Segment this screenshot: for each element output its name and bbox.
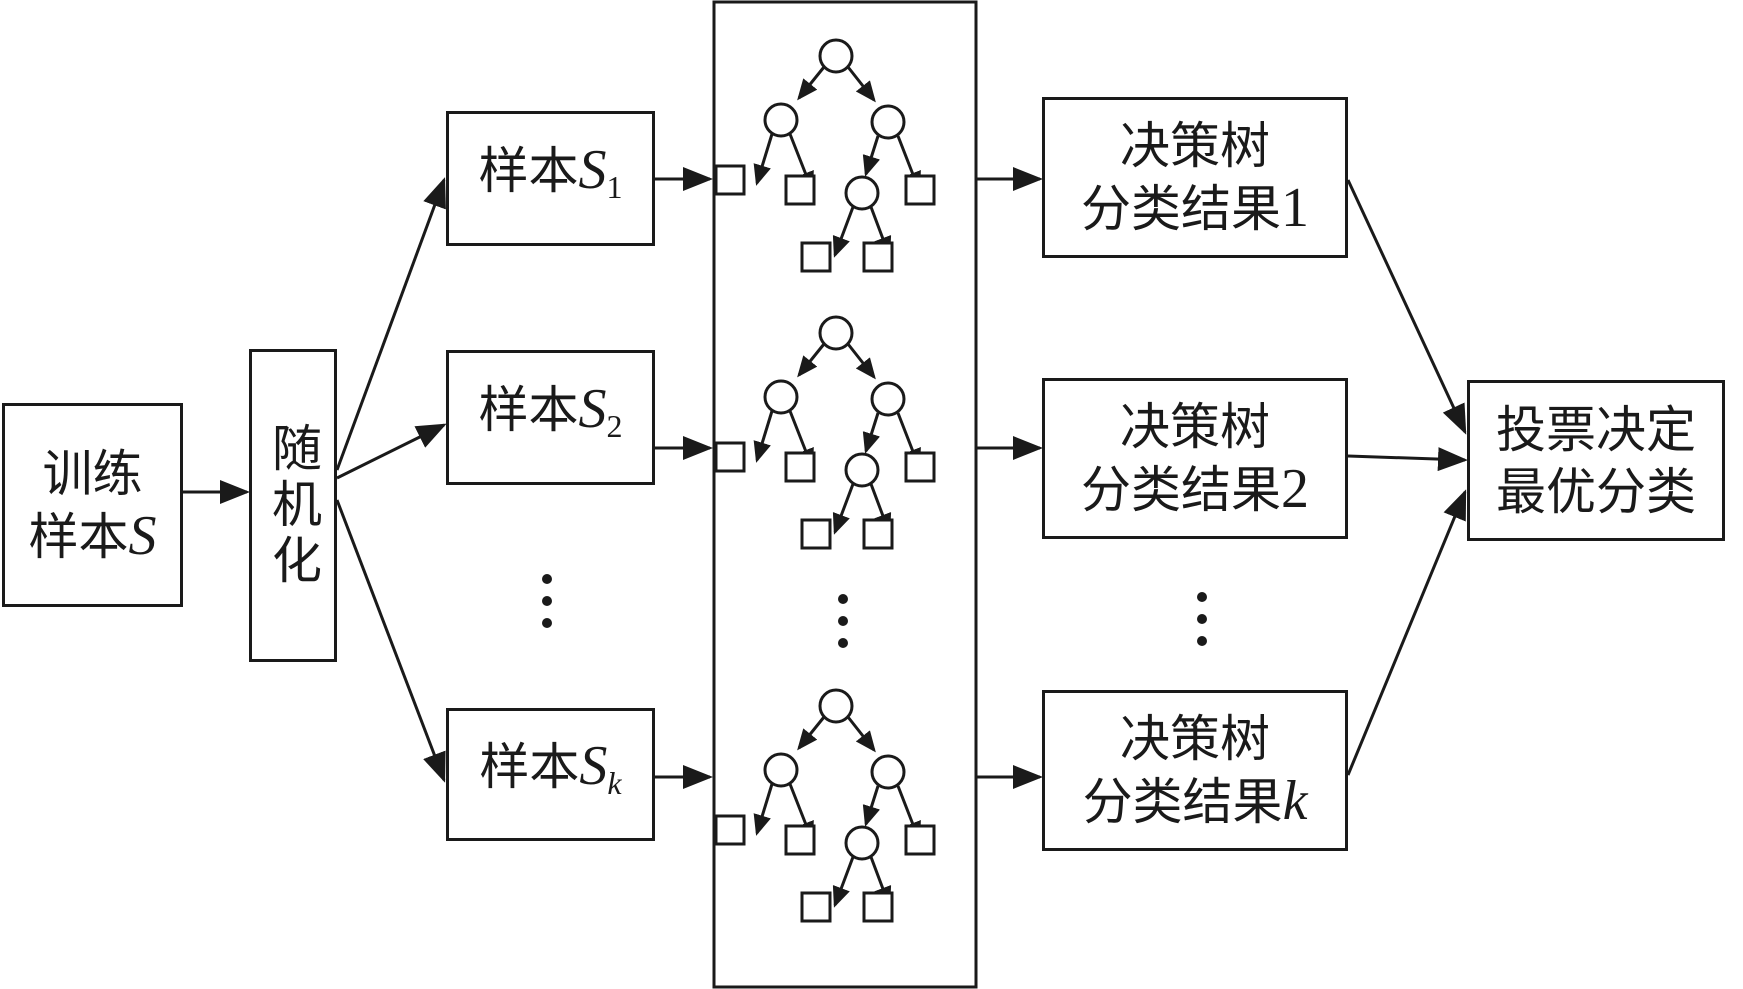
sample-box-1: 样本S1 [446,111,655,246]
tree-edge [846,66,876,103]
split-node-icon [870,381,906,417]
split-node-icon [763,379,799,415]
sample-label-1: 样本S1 [478,139,623,205]
ellipsis-trees [838,594,848,660]
ellipsis-results [1197,592,1207,658]
leaf-node-icon [904,451,936,483]
tree-edge [832,483,855,535]
leaf-node-icon [862,241,894,273]
split-node-icon [844,452,880,488]
leaf-node-icon [784,824,816,856]
sample-box-2: 样本S2 [446,350,655,485]
tree-edge [846,343,876,380]
tree-edge [832,856,855,908]
leaf-node-icon [800,241,832,273]
randomize-box: 随机化 [249,349,337,662]
tree-edge [846,716,876,753]
tree-edge [797,343,826,378]
leaf-node-icon [714,164,746,196]
result-box-1: 决策树 分类结果1 [1042,97,1348,258]
result-k-line1: 决策树 [1119,710,1270,768]
split-node-icon [870,754,906,790]
vote-box: 投票决定 最优分类 [1467,380,1725,541]
result-2-line1: 决策树 [1120,398,1270,456]
result-k-line2: 分类结果k [1082,770,1308,832]
sample-label-k: 样本Sk [479,735,622,801]
tree-edge [862,785,881,827]
leaf-node-icon [784,451,816,483]
training-sample-box: 训练 样本S [2,403,183,607]
leaf-node-icon [904,174,936,206]
leaf-node-icon [862,891,894,923]
randomize-label: 随机化 [264,421,322,590]
sample-label-2: 样本S2 [478,378,623,444]
arrow-randomize-to-sample-k [335,499,446,783]
split-node-icon [818,38,854,74]
tree-edge [753,133,774,186]
result-box-k: 决策树 分类结果k [1042,690,1348,851]
leaf-node-icon [714,441,746,473]
tree-edge [797,66,826,101]
decision-tree-3 [714,688,936,923]
leaf-node-icon [784,174,816,206]
split-node-icon [844,175,880,211]
split-node-icon [763,752,799,788]
tree-edge [862,135,881,177]
split-node-icon [763,102,799,138]
arrow-randomize-to-sample-2 [336,423,447,480]
result-1-line2: 分类结果1 [1081,177,1309,239]
result-1-line1: 决策树 [1120,117,1270,175]
tree-edge [862,412,881,454]
training-label-line2: 样本S [28,504,157,567]
result-2-line2: 分类结果2 [1081,458,1309,520]
sample-box-k: 样本Sk [446,708,655,841]
leaf-node-icon [800,518,832,550]
vote-line2: 最优分类 [1496,462,1696,521]
leaf-node-icon [862,518,894,550]
split-node-icon [870,104,906,140]
arrow-result-k-to-vote [1346,489,1467,776]
ellipsis-samples [542,574,552,640]
vote-line1: 投票决定 [1496,400,1696,459]
tree-edge [753,783,774,836]
training-label-line1: 训练 [42,444,143,503]
tree-edge [832,206,855,258]
result-box-2: 决策树 分类结果2 [1042,378,1348,539]
leaf-node-icon [714,814,746,846]
leaf-node-icon [800,891,832,923]
arrow-randomize-to-sample-1 [335,177,446,471]
decision-tree-1 [714,38,936,273]
arrow-result-2-to-vote [1347,447,1468,472]
tree-edge [797,716,826,751]
split-node-icon [844,825,880,861]
split-node-icon [818,315,854,351]
tree-edge [753,410,774,463]
decision-tree-2 [714,315,936,550]
arrow-result-1-to-vote [1346,179,1467,435]
decision-trees-panel [712,0,978,989]
split-node-icon [818,688,854,724]
leaf-node-icon [904,824,936,856]
